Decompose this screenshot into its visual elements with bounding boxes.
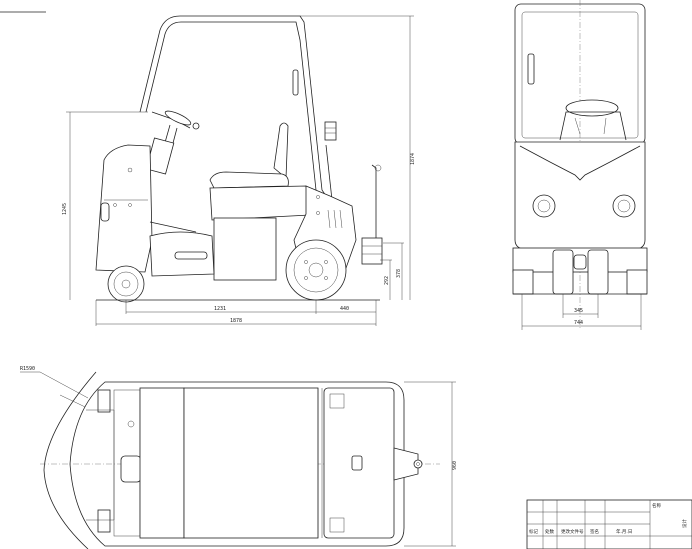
title-name-label: 名称 xyxy=(652,502,661,509)
front-wheel xyxy=(107,265,145,303)
front-wheel-right xyxy=(587,249,609,295)
dim-total-length: 1878 xyxy=(230,318,242,324)
pedal xyxy=(149,221,197,233)
seat-back xyxy=(273,122,289,179)
seat-cushion xyxy=(209,171,289,189)
side-handle xyxy=(100,202,110,222)
top-cabin xyxy=(139,387,185,539)
dim-hitch-height: 292 xyxy=(384,276,390,285)
side-view: 1874 1245 292 378 1231 440 1878 xyxy=(62,15,416,326)
front-body xyxy=(95,144,153,273)
title-col-count: 处数 xyxy=(545,528,554,535)
title-col-change-no: 更改文件号 xyxy=(561,528,584,535)
title-col-mark: 标记 xyxy=(529,528,538,535)
top-view: R1590 960 xyxy=(20,366,458,549)
dim-seat-height: 1245 xyxy=(62,203,68,215)
tow-bar xyxy=(371,164,377,240)
battery-cover xyxy=(209,185,311,221)
rear-wheel xyxy=(285,239,347,301)
overhead-guard xyxy=(139,15,327,197)
turn-radius-arc xyxy=(43,371,97,549)
warning-beacon xyxy=(324,121,337,141)
front-left-light xyxy=(532,194,556,218)
top-battery-area xyxy=(183,387,319,539)
title-block: 名称 标记 处数 更改文件号 签名 年.月.日 设计 xyxy=(526,499,692,549)
top-tow-hitch xyxy=(393,447,419,481)
steering-wheel xyxy=(164,110,192,126)
front-wheel-left xyxy=(552,249,574,295)
dim-wheelbase: 1231 xyxy=(214,306,226,312)
dim-front-width: 744 xyxy=(574,320,583,326)
dim-turn-radius: R1590 xyxy=(20,366,35,372)
front-steering-wheel xyxy=(565,99,619,117)
front-view: 345 744 xyxy=(512,0,648,330)
step-handle xyxy=(174,251,208,260)
dim-rear-overhang: 440 xyxy=(340,306,349,312)
dim-hitch-height-2: 378 xyxy=(396,269,402,278)
battery-box xyxy=(213,217,277,281)
guard-handle xyxy=(292,69,299,96)
top-steering-unit xyxy=(120,455,142,483)
dim-top-width: 960 xyxy=(452,461,458,470)
tow-hitch xyxy=(361,237,383,265)
title-side-text: 设计 xyxy=(681,519,688,528)
title-col-date: 年.月.日 xyxy=(616,528,632,535)
front-right-light xyxy=(612,194,636,218)
title-col-sign: 签名 xyxy=(590,528,599,535)
dim-total-height: 1874 xyxy=(410,153,416,165)
dim-front-track: 345 xyxy=(574,308,583,314)
